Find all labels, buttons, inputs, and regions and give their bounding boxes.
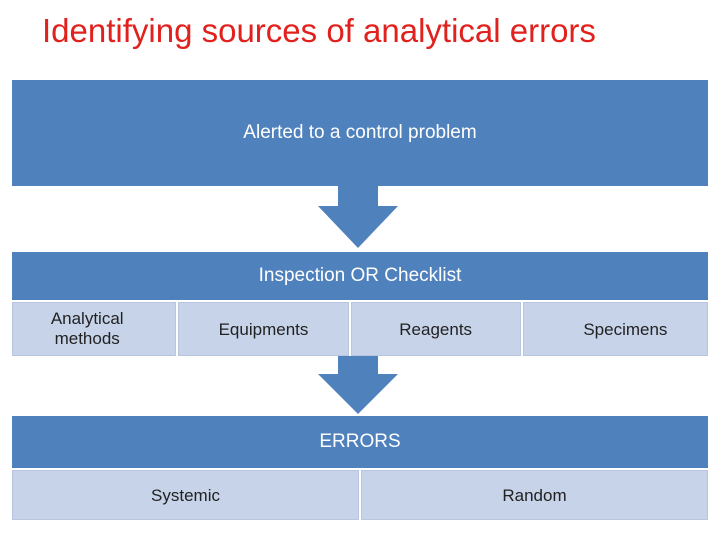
down-arrow-icon	[318, 186, 398, 248]
errors-band: ERRORS	[12, 416, 708, 468]
item-analytical-methods: Analytical methods	[12, 302, 177, 356]
item-reagents: Reagents	[350, 302, 521, 356]
error-systemic: Systemic	[12, 470, 359, 520]
errors-label: ERRORS	[319, 431, 401, 452]
inspection-band: Inspection OR Checklist	[12, 252, 708, 300]
step-alert-box: Alerted to a control problem	[12, 80, 708, 186]
item-equipments: Equipments	[178, 302, 349, 356]
error-random: Random	[361, 470, 708, 520]
down-arrow-icon	[318, 356, 398, 414]
error-types: Systemic Random	[12, 470, 708, 520]
slide-title: Identifying sources of analytical errors	[42, 12, 596, 49]
inspection-label: Inspection OR Checklist	[258, 265, 462, 286]
inspection-items: Analytical methods Equipments Reagents S…	[12, 302, 708, 356]
step-alert-label: Alerted to a control problem	[243, 122, 477, 143]
item-specimens: Specimens	[522, 302, 708, 356]
